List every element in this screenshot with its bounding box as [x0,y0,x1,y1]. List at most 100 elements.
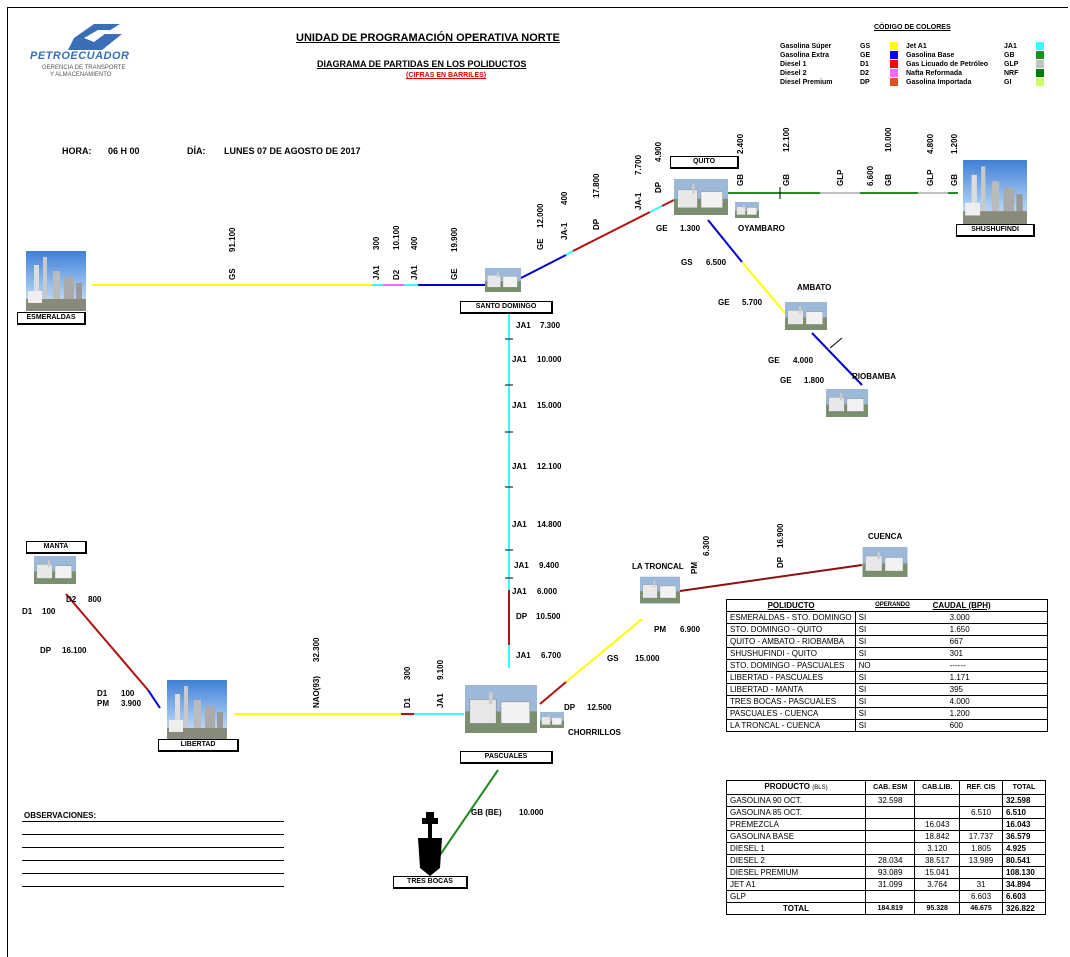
flow-cell: 1.650 [929,623,1047,636]
batch-qty: 10.000 [884,127,893,152]
legend-color-swatch [890,69,898,78]
batch-code: DP [564,703,576,712]
station-chorrillos: CHORRILLOS [568,728,621,737]
col-header-total: TOTAL [1001,780,1047,795]
legend-item-code: JA1 [1004,43,1017,50]
ref-cis-cell: 17.737 [959,830,1003,843]
pascuales-image [465,684,537,734]
tanker-ship-icon [418,812,442,876]
col-header-poliducto: POLIDUCTO [767,601,815,610]
operating-cell: SI [855,611,930,624]
cab-esm-cell [864,890,916,903]
manta-image [34,555,76,585]
batch-code: GS [681,258,693,267]
cab-lib-cell [914,794,961,807]
total-cell: 6.510 [1001,806,1047,819]
company-sub1: GERENCIA DE TRANSPORTE [42,65,126,71]
batch-qty: 800 [88,595,102,604]
company-logo-text: PETROECUADOR [30,50,130,62]
product-name-cell: GLP [726,890,866,903]
observations-label: OBSERVACIONES: [24,811,97,820]
legend-item-name: Gasolina Extra [780,52,830,59]
batch-code: GS [607,654,619,663]
day-label: DÍA: [187,146,206,156]
flow-cell: ------ [929,659,1047,672]
batch-qty: 12.500 [587,703,612,712]
ambato-image [785,301,827,331]
station-la-troncal: LA TRONCAL [632,562,684,571]
pipeline-name-cell: PASCUALES - CUENCA [727,707,856,720]
observation-line [22,860,284,861]
cab-lib-cell: 3.120 [914,842,961,855]
observation-line [22,873,284,874]
station-esmeraldas: ESMERALDAS [17,312,86,325]
legend-item-code: DP [860,79,870,86]
pipeline-quito-ambato-riobamba [707,219,863,386]
batch-qty: 100 [42,607,56,616]
legend-color-swatch [1036,78,1044,87]
total-value-cell: 46.675 [959,902,1003,915]
legend-item-name: Nafta Reformada [906,70,963,77]
product-name-cell: DIESEL 2 [726,854,866,867]
cab-esm-cell [864,806,916,819]
esmeraldas-refinery-image [26,251,86,311]
station-ambato: AMBATO [797,283,832,292]
batch-qty: 17.800 [592,173,601,198]
batch-code: D1 [403,697,412,708]
legend-color-swatch [1036,51,1044,60]
pipeline-name-cell: STO. DOMINGO - QUITO [727,623,856,636]
company-sub2: Y ALMACENAMIENTO [50,72,112,78]
legend-color-swatch [890,60,898,69]
batch-code: JA1 [512,401,527,410]
ref-cis-cell: 6.510 [959,806,1003,819]
batch-qty: 4.800 [926,133,935,154]
batch-qty: 100 [121,689,135,698]
petroecuador-emblem-icon [68,24,122,50]
cab-lib-cell: 3.764 [914,878,961,891]
batch-qty: 6.000 [537,587,558,596]
batch-qty: 400 [560,191,569,205]
batch-qty: 6.700 [541,651,562,660]
flow-cell: 667 [929,635,1047,648]
station-riobamba: RIOBAMBA [852,372,896,381]
time-label: HORA: [62,146,92,156]
cab-lib-cell: 18.842 [914,830,961,843]
cab-esm-cell: 32.598 [864,794,916,807]
batch-code: GLP [926,169,935,186]
batch-qty: 16.900 [776,523,785,548]
observation-line [22,886,284,887]
observation-line [22,834,284,835]
cab-lib-cell [914,806,961,819]
batch-qty: 1.800 [804,376,825,385]
ref-cis-cell: 1.805 [959,842,1003,855]
batch-qty: 32.300 [312,637,321,662]
operating-cell: SI [855,683,930,696]
riobamba-image [826,388,868,418]
batch-code: D1 [22,607,33,616]
batch-code: JA1 [512,462,527,471]
flow-cell: 301 [929,647,1047,660]
total-value-cell: 95.328 [914,902,961,915]
legend-item-name: Gas Licuado de Petróleo [906,61,989,68]
batch-qty: 12.000 [536,203,545,228]
batch-code: PM [654,625,666,634]
col-header-cab-esm: CAB. ESM [864,780,916,795]
product-name-cell: GASOLINA 85 OCT. [726,806,866,819]
batch-code: JA1 [512,587,527,596]
batch-code: DP [40,646,52,655]
legend-item-name: Gasolina Base [906,52,955,59]
station-oyambaro: OYAMBARO [738,224,785,233]
legend-color-swatch [890,42,898,51]
